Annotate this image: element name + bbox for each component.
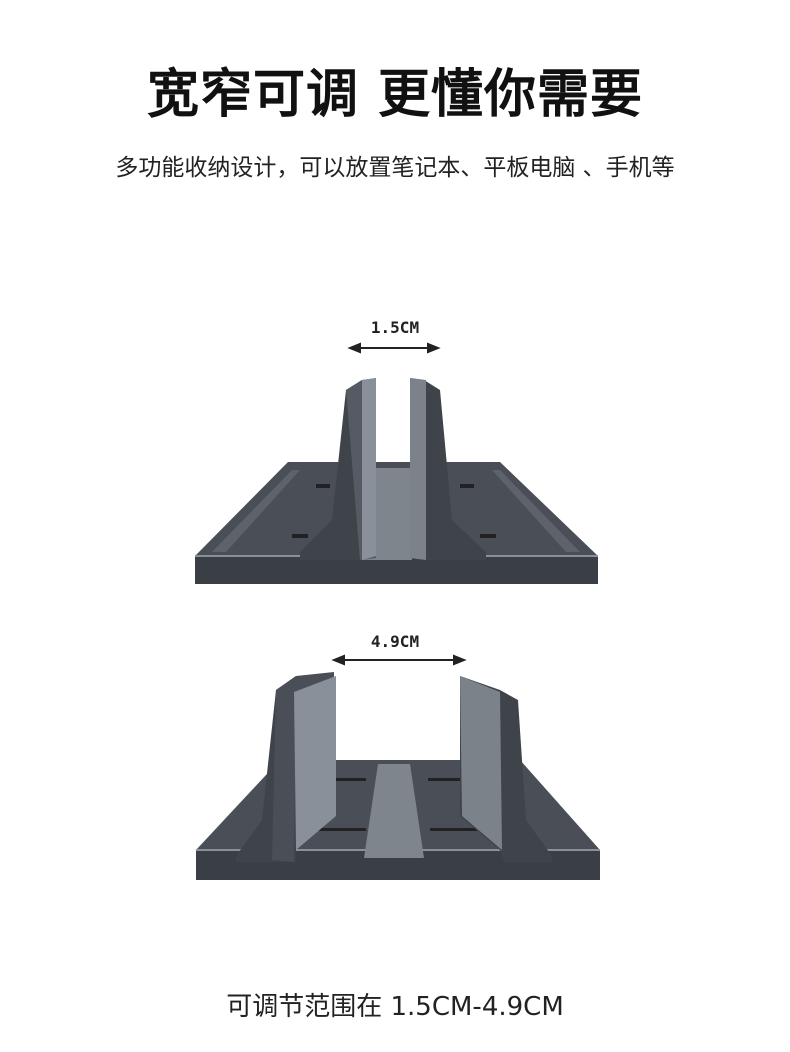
narrow-left-upright [300,378,376,560]
adjustment-range-caption: 可调节范围在 1.5CM-4.9CM [226,992,564,1022]
wide-right-upright [460,676,552,862]
page-title: 宽窄可调 更懂你需要 [146,65,644,125]
narrow-width-arrow [347,342,441,354]
narrow-width-label: 1.5CM [370,318,420,337]
wide-width-arrow [331,654,467,666]
wide-center-strip [364,764,424,858]
wide-stand-illustration [196,654,600,880]
wide-left-upright [236,672,336,862]
narrow-right-upright [410,378,486,560]
narrow-stand-illustration [195,342,598,584]
page-subtitle: 多功能收纳设计，可以放置笔记本、平板电脑 、手机等 [115,155,675,181]
wide-width-label: 4.9CM [370,632,420,651]
